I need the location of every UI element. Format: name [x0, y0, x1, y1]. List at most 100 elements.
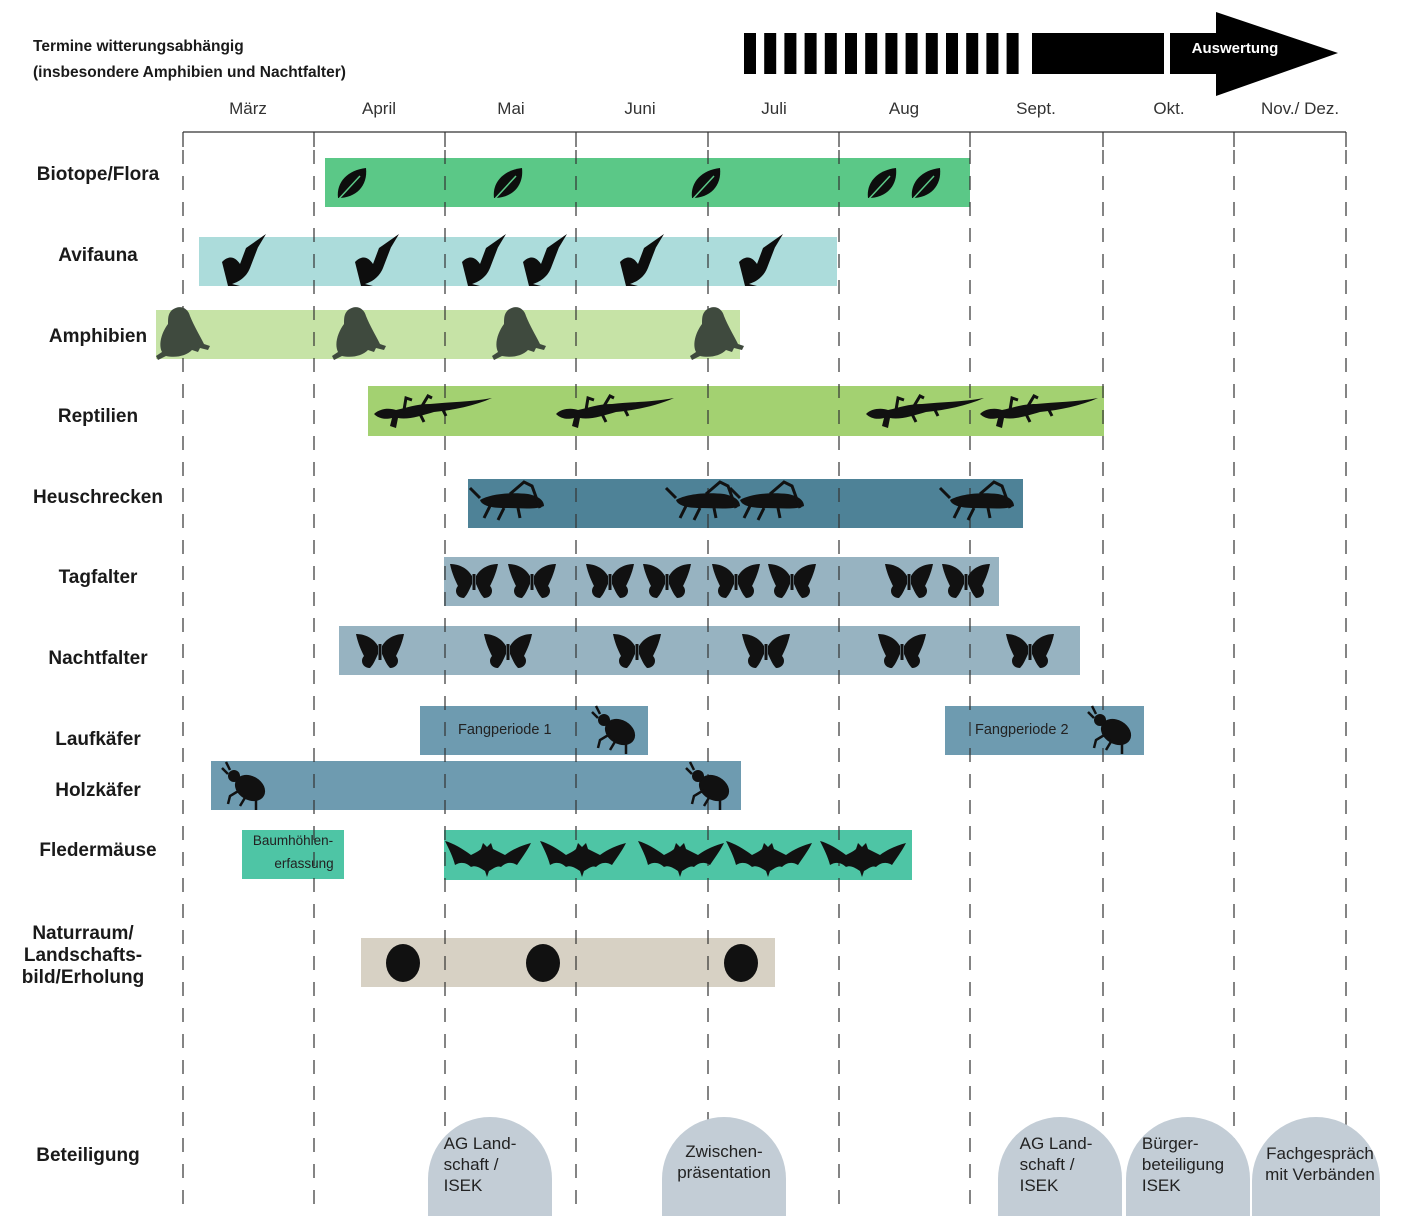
- butterfly-wing-right: [669, 564, 691, 598]
- butterfly-body: [472, 574, 476, 590]
- beetle-icon: [1087, 705, 1132, 754]
- grasshopper-legs: [938, 480, 1012, 521]
- beetle-icon: [591, 705, 636, 754]
- butterfly-wing-left: [1006, 634, 1028, 668]
- butterfly-wing-right: [768, 634, 790, 668]
- month-label: Sept.: [1016, 99, 1056, 118]
- grasshopper-legs: [664, 480, 738, 521]
- butterfly-icon: [613, 634, 661, 668]
- grasshopper-body: [950, 493, 1014, 509]
- tree-hole-survey-label-2: erfassung: [274, 856, 334, 871]
- butterfly-icon: [586, 564, 634, 598]
- catch-period-2-label: Fangperiode 2: [975, 722, 1069, 738]
- beetle-body: [604, 718, 636, 746]
- beetle-body: [698, 774, 730, 802]
- butterfly-icon: [450, 564, 498, 598]
- activity-bar: [339, 626, 1080, 675]
- beetle-body: [1100, 718, 1132, 746]
- activity-bar: [361, 938, 775, 987]
- butterfly-body: [608, 574, 612, 590]
- butterfly-icon: [356, 634, 404, 668]
- lizard-icon: [980, 394, 1098, 428]
- leaf-icon: [865, 168, 897, 203]
- butterfly-wing-left: [356, 634, 378, 668]
- arrow-body: [1032, 33, 1164, 74]
- butterfly-wing-left: [942, 564, 964, 598]
- activity-bar: [368, 386, 1104, 436]
- leaf-vein: [689, 175, 715, 203]
- lizard-legs: [894, 394, 940, 423]
- bird-icon: [739, 234, 783, 286]
- bird-shape: [620, 234, 664, 286]
- activity-bar: [325, 158, 970, 207]
- butterfly-body: [635, 644, 639, 660]
- butterfly-wing-right: [911, 564, 933, 598]
- bird-icon: [620, 234, 664, 286]
- grasshopper-legs: [728, 480, 802, 521]
- grasshopper-icon: [938, 480, 1014, 521]
- catch-period-1-label: Fangperiode 1: [458, 722, 552, 738]
- dot-icon: [526, 944, 560, 982]
- meeting-ag-landschaft-2: AG Land- schaft / ISEK: [998, 1117, 1122, 1216]
- lizard-icon: [556, 394, 674, 428]
- butterfly-icon: [768, 564, 816, 598]
- grasshopper-icon: [664, 480, 740, 521]
- leaf-shape: [867, 168, 897, 198]
- butterfly-wing-right: [476, 564, 498, 598]
- bat-icon: [445, 841, 531, 877]
- beetle-head: [598, 714, 610, 726]
- meeting-label: Zwischen- präsentation: [677, 1142, 771, 1182]
- lizard-body: [866, 398, 984, 428]
- frog-icon: [332, 307, 386, 360]
- row-label-fledermaeuse: Fledermäuse: [39, 840, 157, 861]
- leaf-icon: [689, 168, 721, 203]
- leaf-shape: [691, 168, 721, 198]
- leaf-vein: [865, 175, 891, 203]
- leaf-icon: [491, 168, 523, 203]
- weather-note-line2: (insbesondere Amphibien und Nachtfalter): [33, 64, 346, 81]
- bat-icon: [726, 841, 812, 877]
- butterfly-wing-right: [639, 634, 661, 668]
- activity-bar: [242, 830, 344, 879]
- butterfly-icon: [484, 634, 532, 668]
- butterfly-body: [530, 574, 534, 590]
- tree-hole-survey-label-1: Baumhöhlen-: [252, 833, 334, 848]
- butterfly-wing-left: [643, 564, 665, 598]
- beetle-legs: [221, 761, 258, 810]
- arrow-stripe: [986, 33, 999, 74]
- butterfly-body: [734, 574, 738, 590]
- row-label-naturraum: Naturraum/ Landschafts- bild/Erholung: [21, 923, 145, 988]
- lizard-legs: [402, 394, 448, 423]
- butterfly-body: [665, 574, 669, 590]
- activity-bar: [211, 761, 741, 810]
- beetle-body: [234, 774, 266, 802]
- bat-shape: [726, 841, 812, 877]
- bat-icon: [540, 841, 626, 877]
- beetle-legs: [1087, 705, 1124, 754]
- butterfly-body: [378, 644, 382, 660]
- bird-shape: [739, 234, 783, 286]
- butterfly-body: [964, 574, 968, 590]
- bird-shape: [355, 234, 399, 286]
- bird-shape: [222, 234, 266, 286]
- month-gridlines: [182, 150, 1347, 1216]
- activity-bar: [199, 237, 837, 286]
- arrow-stripe: [966, 33, 979, 74]
- month-label: Juli: [761, 99, 787, 118]
- butterfly-wing-right: [738, 564, 760, 598]
- lizard-body: [556, 398, 674, 428]
- row-label-avifauna: Avifauna: [58, 245, 138, 266]
- butterfly-icon: [508, 564, 556, 598]
- butterfly-body: [1028, 644, 1032, 660]
- butterfly-wing-left: [742, 634, 764, 668]
- butterfly-wing-left: [878, 634, 900, 668]
- lizard-body: [980, 398, 1098, 428]
- meeting-label: AG Land- schaft / ISEK: [1019, 1134, 1093, 1195]
- grasshopper-icon: [728, 480, 804, 521]
- month-label: März: [229, 99, 267, 118]
- beetle-head: [692, 770, 704, 782]
- butterfly-wing-right: [382, 634, 404, 668]
- row-label-biotope-flora: Biotope/Flora: [36, 164, 160, 185]
- meeting-fachgespraech: Fachgespräch mit Verbänden: [1252, 1117, 1380, 1216]
- butterfly-wing-left: [508, 564, 530, 598]
